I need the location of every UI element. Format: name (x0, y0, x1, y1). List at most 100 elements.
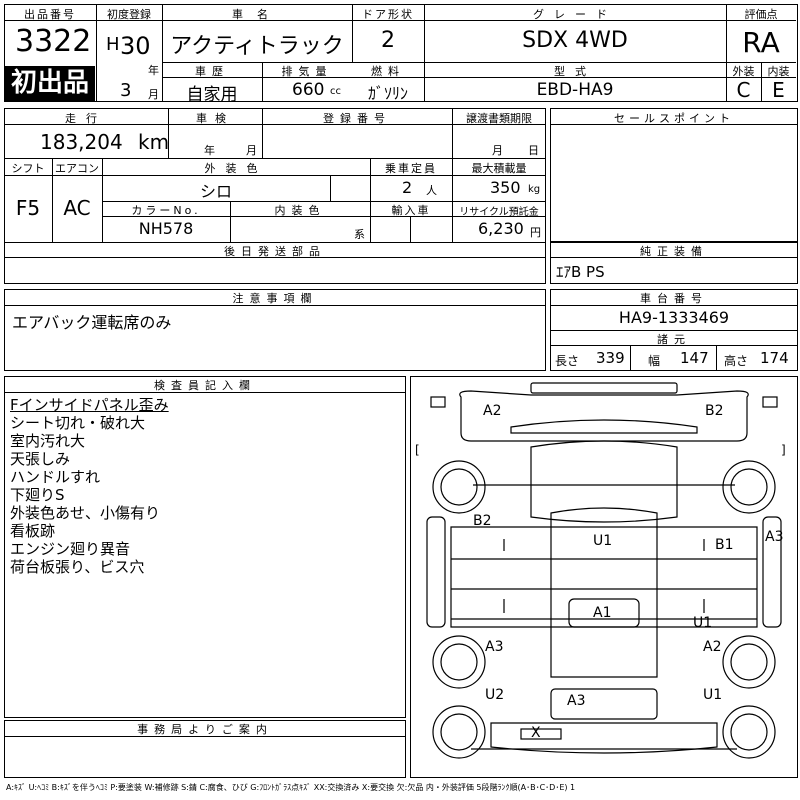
lot-number-label: 出品番号 (24, 8, 76, 21)
year-unit: 年 (148, 64, 159, 77)
height: 174 (760, 349, 789, 367)
import-label: 輸入車 (391, 204, 431, 217)
genuine-equipment: ｴｱB PS (556, 263, 605, 281)
fuel: ｶﾞｿﾘﾝ (367, 84, 408, 103)
damage-mark: A2 (483, 403, 502, 419)
reg-no-label: 登録番号 (323, 112, 391, 125)
displacement-unit: cc (330, 86, 341, 97)
ext-color: シロ (199, 182, 232, 201)
note-line: ハンドルすれ (10, 468, 101, 486)
lot-number: 3322 (15, 24, 92, 59)
ac-label: エアコン (55, 162, 99, 175)
grade-label: グレード (533, 8, 617, 21)
score: RA (742, 26, 780, 59)
damage-mark: U1 (693, 615, 713, 631)
office-label: 事務局よりご案内 (137, 723, 273, 736)
max-load: 350 (490, 178, 521, 197)
mileage-unit: km (138, 130, 170, 154)
inspector-box (4, 376, 406, 718)
note-line: 荷台板張り、ビス穴 (10, 558, 145, 576)
height-label: 高さ (724, 354, 749, 368)
displacement-label: 排気量 (281, 65, 333, 78)
length: 339 (596, 349, 625, 367)
mileage: 183,204 (40, 130, 123, 154)
interior-grade-label: 内装 (767, 65, 790, 78)
width: 147 (680, 349, 709, 367)
max-load-label: 最大積載量 (471, 162, 527, 175)
transfer-day-unit: 日 (528, 144, 539, 157)
car-outline-diagram (426, 382, 782, 759)
model-code: EBD-HA9 (536, 80, 614, 100)
inspector-label: 検査員記入欄 (154, 379, 256, 392)
length-label: 長さ (555, 354, 580, 368)
note-line: 室内汚れ大 (10, 432, 86, 450)
grade: SDX 4WD (522, 28, 628, 53)
note-line: エンジン廻り異音 (10, 540, 131, 558)
legend: A:ｷｽﾞ U:ﾍｺﾐ B:ｷｽﾞを伴うﾍｺﾐ P:要塗装 W:補修跡 S:錆 … (6, 783, 576, 792)
dims-label: 諸元 (657, 333, 691, 346)
interior-grade: E (772, 78, 785, 102)
genuine-equipment-box (550, 242, 798, 284)
damage-mark: U2 (485, 687, 505, 703)
first-reg-month: 3 (120, 80, 132, 101)
capacity: 2 (402, 178, 413, 197)
first-reg-year: 30 (120, 32, 151, 60)
later-parts-label: 後日発送部品 (224, 245, 326, 258)
width-label: 幅 (648, 354, 661, 368)
transfer-month-unit: 月 (492, 144, 503, 157)
note-line: 外装色あせ、小傷有り (10, 504, 161, 522)
capacity-unit: 人 (426, 184, 437, 197)
damage-mark: A3 (567, 693, 586, 709)
fuel-label: 燃料 (371, 65, 405, 78)
damage-mark: U1 (703, 687, 723, 703)
inspection-label: 車検 (196, 112, 234, 125)
sales-point-box (550, 108, 798, 242)
bracket-left: [ (415, 443, 420, 457)
displacement: 660 (292, 80, 325, 100)
caution-text: エアバック運転席のみ (12, 313, 172, 332)
car-name-label: 車名 (232, 8, 282, 21)
shift-label: シフト (11, 162, 45, 175)
recycle-label: リサイクル預託金 (459, 207, 539, 218)
car-name: アクティトラック (170, 34, 344, 59)
note-line: 天張しみ (10, 450, 71, 468)
chassis-number: HA9-1333469 (618, 308, 730, 327)
history: 自家用 (186, 85, 238, 105)
exterior-grade-label: 外装 (732, 65, 755, 78)
shift: F5 (15, 196, 41, 220)
damage-mark: A3 (485, 639, 504, 655)
history-label: 車歴 (195, 65, 229, 78)
note-line: Fインサイドパネル歪み (10, 396, 169, 414)
era-prefix: H (106, 34, 120, 55)
damage-mark: A2 (703, 639, 722, 655)
month-unit: 月 (148, 88, 159, 101)
capacity-label: 乗車定員 (385, 162, 437, 175)
ac: AC (63, 196, 91, 220)
transfer-label: 譲渡書類期限 (466, 112, 532, 125)
details-block (4, 108, 546, 284)
int-color-label: 内装色 (274, 204, 326, 217)
ext-color-label: 外装色 (204, 162, 268, 175)
note-line: 看板跡 (10, 522, 56, 540)
office-box (4, 720, 406, 778)
note-line: 下廻りS (10, 486, 65, 504)
color-no: NH578 (138, 219, 194, 238)
caution-box (4, 289, 546, 371)
damage-mark: B2 (473, 513, 492, 529)
door-label: ドア形状 (362, 8, 414, 21)
damage-mark: B1 (715, 537, 734, 553)
first-listing-badge: 初出品 (5, 66, 95, 101)
sales-point-label: セールスポイント (614, 112, 734, 125)
inspector-notes: Fインサイドパネル歪み シート切れ・破れ大 室内汚れ大 天張しみ ハンドルすれ … (10, 396, 169, 576)
caution-label: 注意事項欄 (232, 292, 318, 305)
model-label: 型式 (554, 65, 596, 78)
max-load-unit: kg (528, 184, 541, 195)
door-count: 2 (381, 28, 395, 53)
inspection-month-unit: 月 (246, 144, 257, 157)
damage-mark: A1 (593, 605, 612, 621)
recycle-unit: 円 (530, 226, 541, 239)
damage-mark: U1 (593, 533, 613, 549)
int-color-unit: 系 (354, 228, 365, 241)
inspection-year-unit: 年 (204, 144, 215, 157)
bracket-right: ] (781, 443, 786, 457)
